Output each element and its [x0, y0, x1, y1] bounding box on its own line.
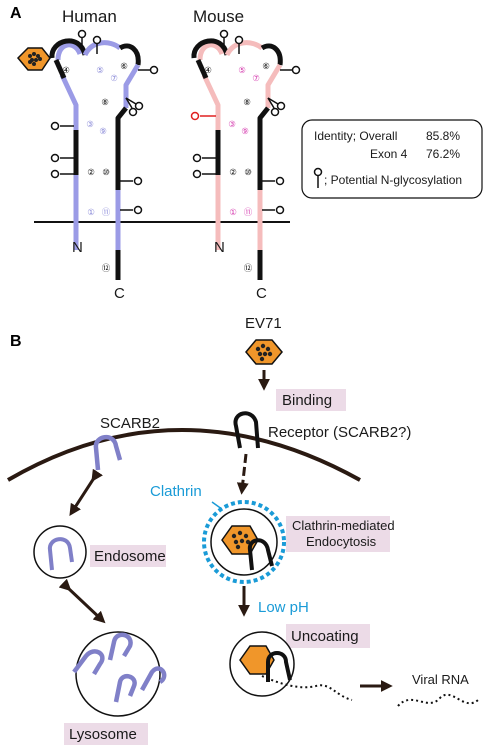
ev71-label: EV71: [245, 315, 282, 332]
identity-overall-value: 85.8%: [426, 129, 460, 143]
lysosome-scarb2-icons: [72, 632, 167, 703]
human-num-4: ④: [62, 65, 70, 75]
human-title: Human: [62, 7, 117, 26]
endocytosis-label-line1: Clathrin-mediated: [292, 518, 395, 533]
human-c-terminus: C: [114, 285, 125, 302]
virus-icon: [16, 47, 51, 71]
lysosome-label-bg: [64, 723, 148, 745]
mouse-num-11: ⑪: [244, 207, 253, 217]
human-num-8: ⑧: [101, 97, 109, 107]
human-num-7: ⑦: [110, 73, 118, 83]
uncoating-label-bg: [286, 624, 370, 648]
mouse-title: Mouse: [193, 7, 244, 26]
mouse-num-4: ④: [204, 65, 212, 75]
mouse-num-8: ⑧: [243, 97, 251, 107]
panel-a-label: A: [10, 5, 22, 22]
lysosome-vesicle: [75, 631, 161, 717]
human-n-terminus: N: [72, 239, 83, 256]
identity-exon4-label: Exon 4: [370, 147, 408, 161]
mouse-num-3: ③: [228, 119, 236, 129]
endosome-label-bg: [90, 545, 166, 567]
internalization-arrow: [236, 453, 249, 495]
human-num-6: ⑥: [120, 61, 128, 71]
low-ph-label: Low pH: [258, 599, 309, 616]
lysosome-label: Lysosome: [69, 726, 137, 743]
clathrin-label: Clathrin: [150, 483, 202, 500]
human-numbers: ④ ⑤ ⑥ ⑦ ⑧ ⑨ ③ ② ⑩ ① ⑪ ⑫: [62, 61, 128, 273]
empty-capsid-icon: [239, 645, 275, 675]
mouse-num-1: ①: [229, 207, 237, 217]
endocytosis-label-line2: Endocytosis: [306, 534, 377, 549]
internalized-receptor-icon: [247, 538, 274, 571]
scarb2-receptor-icon: [93, 435, 123, 471]
uncoating-receptor-icon: [266, 651, 292, 682]
viral-rna-strand: [397, 693, 479, 707]
viral-rna-label: Viral RNA: [412, 672, 469, 687]
human-num-5: ⑤: [96, 65, 104, 75]
mouse-num-12: ⑫: [244, 263, 253, 273]
mouse-num-9: ⑨: [241, 126, 249, 136]
receptor-label: Receptor (SCARB2?): [268, 424, 411, 441]
human-num-9: ⑨: [99, 126, 107, 136]
endosome-label: Endosome: [94, 548, 166, 565]
identity-overall-label: Identity; Overall: [314, 129, 397, 143]
human-num-1: ①: [87, 207, 95, 217]
recycling-arrow-upper: [69, 468, 103, 517]
human-protein: [49, 29, 159, 280]
mouse-num-5: ⑤: [238, 65, 246, 75]
mouse-num-10: ⑩: [244, 167, 252, 177]
receptor-icon: [233, 411, 260, 449]
scarb2-label: SCARB2: [100, 415, 160, 432]
mouse-num-2: ②: [229, 167, 237, 177]
binding-label-bg: [276, 389, 346, 411]
endosome-scarb2-icon: [47, 537, 74, 571]
mouse-num-6: ⑥: [262, 61, 270, 71]
mouse-num-7: ⑦: [252, 73, 260, 83]
uncoating-label: Uncoating: [291, 628, 359, 645]
mouse-protein: [190, 29, 301, 280]
human-num-2: ②: [87, 167, 95, 177]
human-num-10: ⑩: [102, 167, 110, 177]
mouse-numbers: ④ ⑤ ⑥ ⑦ ⑧ ⑨ ③ ② ⑩ ① ⑪ ⑫: [204, 61, 270, 273]
human-num-11: ⑪: [102, 207, 111, 217]
glycosylation-legend-text: ; Potential N-glycosylation: [324, 173, 462, 187]
human-num-3: ③: [86, 119, 94, 129]
cell-membrane: [6, 428, 361, 482]
mouse-n-terminus: N: [214, 239, 225, 256]
recycling-arrow-lower: [58, 578, 106, 624]
ev71-virus-icon: [245, 339, 283, 365]
identity-exon4-value: 76.2%: [426, 147, 460, 161]
panel-b-label: B: [10, 333, 22, 350]
released-rna-strand: [261, 675, 353, 701]
glycosylation-symbol-icon: [313, 167, 323, 188]
human-num-12: ⑫: [102, 263, 111, 273]
binding-label: Binding: [282, 392, 332, 409]
endocytosis-label-bg: [286, 516, 390, 552]
identity-legend: Identity; Overall 85.8% Exon 4 76.2% ; P…: [301, 119, 483, 199]
mouse-c-terminus: C: [256, 285, 267, 302]
endosome-vesicle: [33, 525, 87, 579]
